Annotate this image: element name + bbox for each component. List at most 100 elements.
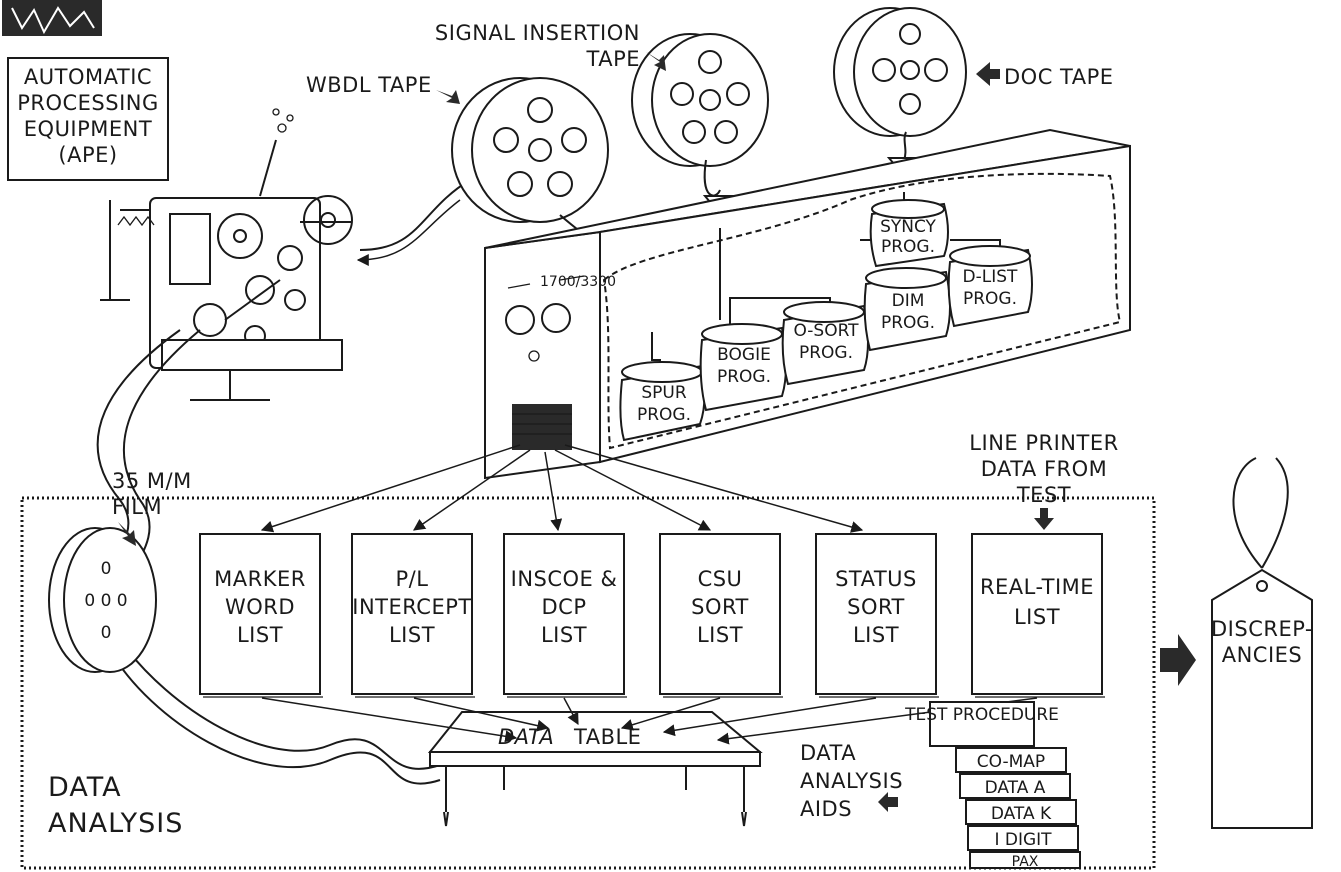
data-analysis-aids-stack: TEST PROCEDURE CO-MAP DATA A DATA K I DI… <box>904 701 1081 870</box>
svg-text:TABLE: TABLE <box>573 725 641 749</box>
line-printer-label: LINE PRINTER DATA FROM TEST <box>969 431 1118 530</box>
svg-text:DISCREP-: DISCREP- <box>1211 617 1313 641</box>
svg-text:PROG.: PROG. <box>881 237 935 257</box>
doc-ribbon <box>903 131 907 161</box>
svg-text:REAL-TIME: REAL-TIME <box>980 575 1094 599</box>
output-arrow-icon <box>1160 634 1196 686</box>
svg-text:LIST: LIST <box>237 623 283 647</box>
ape-line-3: EQUIPMENT <box>24 117 152 141</box>
svg-text:LIST: LIST <box>389 623 435 647</box>
barrel-spur-prog: SPUR PROG. <box>619 361 706 442</box>
film-label: 35 M/M FILM <box>112 469 192 546</box>
svg-text:I DIGIT: I DIGIT <box>994 830 1052 850</box>
svg-text:0 0 0: 0 0 0 <box>84 591 127 611</box>
svg-text:INSCOE &: INSCOE & <box>511 567 618 591</box>
svg-text:35 M/M: 35 M/M <box>112 469 192 493</box>
svg-text:PROG.: PROG. <box>881 313 935 333</box>
svg-text:WORD: WORD <box>225 595 295 619</box>
svg-text:MARKER: MARKER <box>214 567 306 591</box>
barrel-d-list-prog: D-LIST PROG. <box>947 245 1033 328</box>
signal-insertion-tape-label: SIGNAL INSERTION TAPE <box>435 21 666 71</box>
tape-ribbon-to-ape <box>359 179 471 251</box>
svg-text:TEST: TEST <box>1016 483 1071 507</box>
svg-text:LIST: LIST <box>541 623 587 647</box>
svg-text:PROG.: PROG. <box>637 405 691 425</box>
doc-tape-label: DOC TAPE <box>976 62 1114 89</box>
barrel-syncy-prog: SYNCY PROG. <box>869 199 949 268</box>
ape-label: AUTOMATIC PROCESSING EQUIPMENT (APE) <box>7 57 169 181</box>
barrel-dim-prog: DIM PROG. <box>863 267 951 352</box>
logo-emblem <box>2 0 102 36</box>
computer-to-list-arrows <box>260 444 864 533</box>
svg-text:DOC TAPE: DOC TAPE <box>1004 65 1114 89</box>
svg-text:LIST: LIST <box>853 623 899 647</box>
svg-text:SORT: SORT <box>847 595 905 619</box>
data-analysis-aids-label: DATA ANALYSIS AIDS <box>800 741 903 821</box>
svg-text:CSU: CSU <box>698 567 743 591</box>
svg-text:DCP: DCP <box>542 595 587 619</box>
svg-text:WBDL TAPE: WBDL TAPE <box>306 73 432 97</box>
svg-text:DIM: DIM <box>892 291 925 311</box>
svg-text:0: 0 <box>101 623 112 643</box>
wbdl-tape-reel <box>451 77 609 223</box>
svg-text:SORT: SORT <box>691 595 749 619</box>
svg-text:LINE PRINTER: LINE PRINTER <box>969 431 1118 455</box>
svg-text:LIST: LIST <box>1014 605 1060 629</box>
doc-tape-reel <box>833 7 967 137</box>
svg-text:0: 0 <box>101 559 112 579</box>
svg-text:PROG.: PROG. <box>799 343 853 363</box>
svg-text:PROG.: PROG. <box>963 289 1017 309</box>
barrel-bogie-prog: BOGIE PROG. <box>699 323 787 412</box>
list-inscoe-dcp: INSCOE & DCP LIST <box>503 533 627 698</box>
data-analysis-label: DATA ANALYSIS <box>48 772 183 839</box>
svg-text:DATA A: DATA A <box>985 778 1046 798</box>
svg-text:CO-MAP: CO-MAP <box>977 752 1045 772</box>
ape-line-2: PROCESSING <box>17 91 159 115</box>
svg-text:SIGNAL INSERTION: SIGNAL INSERTION <box>435 21 640 45</box>
svg-text:SYNCY: SYNCY <box>880 217 936 237</box>
signal-insertion-tape-reel <box>631 33 769 167</box>
barrel-o-sort-prog: O-SORT PROG. <box>781 301 869 386</box>
svg-text:ANCIES: ANCIES <box>1222 643 1303 667</box>
svg-text:BOGIE: BOGIE <box>717 345 771 365</box>
tape-to-ape-arrow <box>356 199 461 266</box>
ape-line-1: AUTOMATIC <box>24 65 152 89</box>
computer-model-label: 1700/3300 <box>540 274 616 290</box>
list-status-sort: STATUS SORT LIST <box>815 533 939 698</box>
svg-text:LIST: LIST <box>697 623 743 647</box>
svg-text:O-SORT: O-SORT <box>793 321 859 341</box>
svg-text:PAX: PAX <box>1012 854 1039 870</box>
ape-machine-illustration <box>100 108 353 401</box>
ape-line-4: (APE) <box>58 143 117 167</box>
svg-text:ANALYSIS: ANALYSIS <box>48 808 183 839</box>
data-table: DATA TABLE <box>427 711 763 827</box>
discrepancies-tag: DISCREP- ANCIES <box>1211 457 1313 829</box>
svg-text:SPUR: SPUR <box>641 383 686 403</box>
svg-text:PROG.: PROG. <box>717 367 771 387</box>
program-pipes <box>651 192 1001 380</box>
svg-text:DATA FROM: DATA FROM <box>981 457 1108 481</box>
film-strip-lower-edge <box>119 639 441 770</box>
wbdl-tape-label: WBDL TAPE <box>306 73 460 104</box>
svg-text:AIDS: AIDS <box>800 797 852 821</box>
svg-text:TEST PROCEDURE: TEST PROCEDURE <box>904 705 1059 725</box>
svg-text:DATA: DATA <box>48 772 122 803</box>
svg-text:DATA: DATA <box>800 741 856 765</box>
film-strip-lower <box>109 649 441 785</box>
svg-text:P/L: P/L <box>396 567 429 591</box>
data-analysis-region <box>20 496 1156 870</box>
svg-text:STATUS: STATUS <box>835 567 917 591</box>
svg-text:TAPE: TAPE <box>586 47 641 71</box>
film-reel: 0 0 0 0 0 <box>48 527 157 673</box>
list-real-time: REAL-TIME LIST <box>971 533 1105 698</box>
svg-text:INTERCEPT: INTERCEPT <box>352 595 471 619</box>
svg-text:D-LIST: D-LIST <box>963 267 1019 287</box>
list-pl-intercept: P/L INTERCEPT LIST <box>351 533 475 698</box>
list-csu-sort: CSU SORT LIST <box>659 533 783 698</box>
svg-text:DATA K: DATA K <box>991 804 1052 824</box>
signal-ribbon <box>703 159 721 197</box>
list-marker-word: MARKER WORD LIST <box>199 533 323 698</box>
svg-text:FILM: FILM <box>112 495 162 519</box>
svg-text:ANALYSIS: ANALYSIS <box>800 769 903 793</box>
